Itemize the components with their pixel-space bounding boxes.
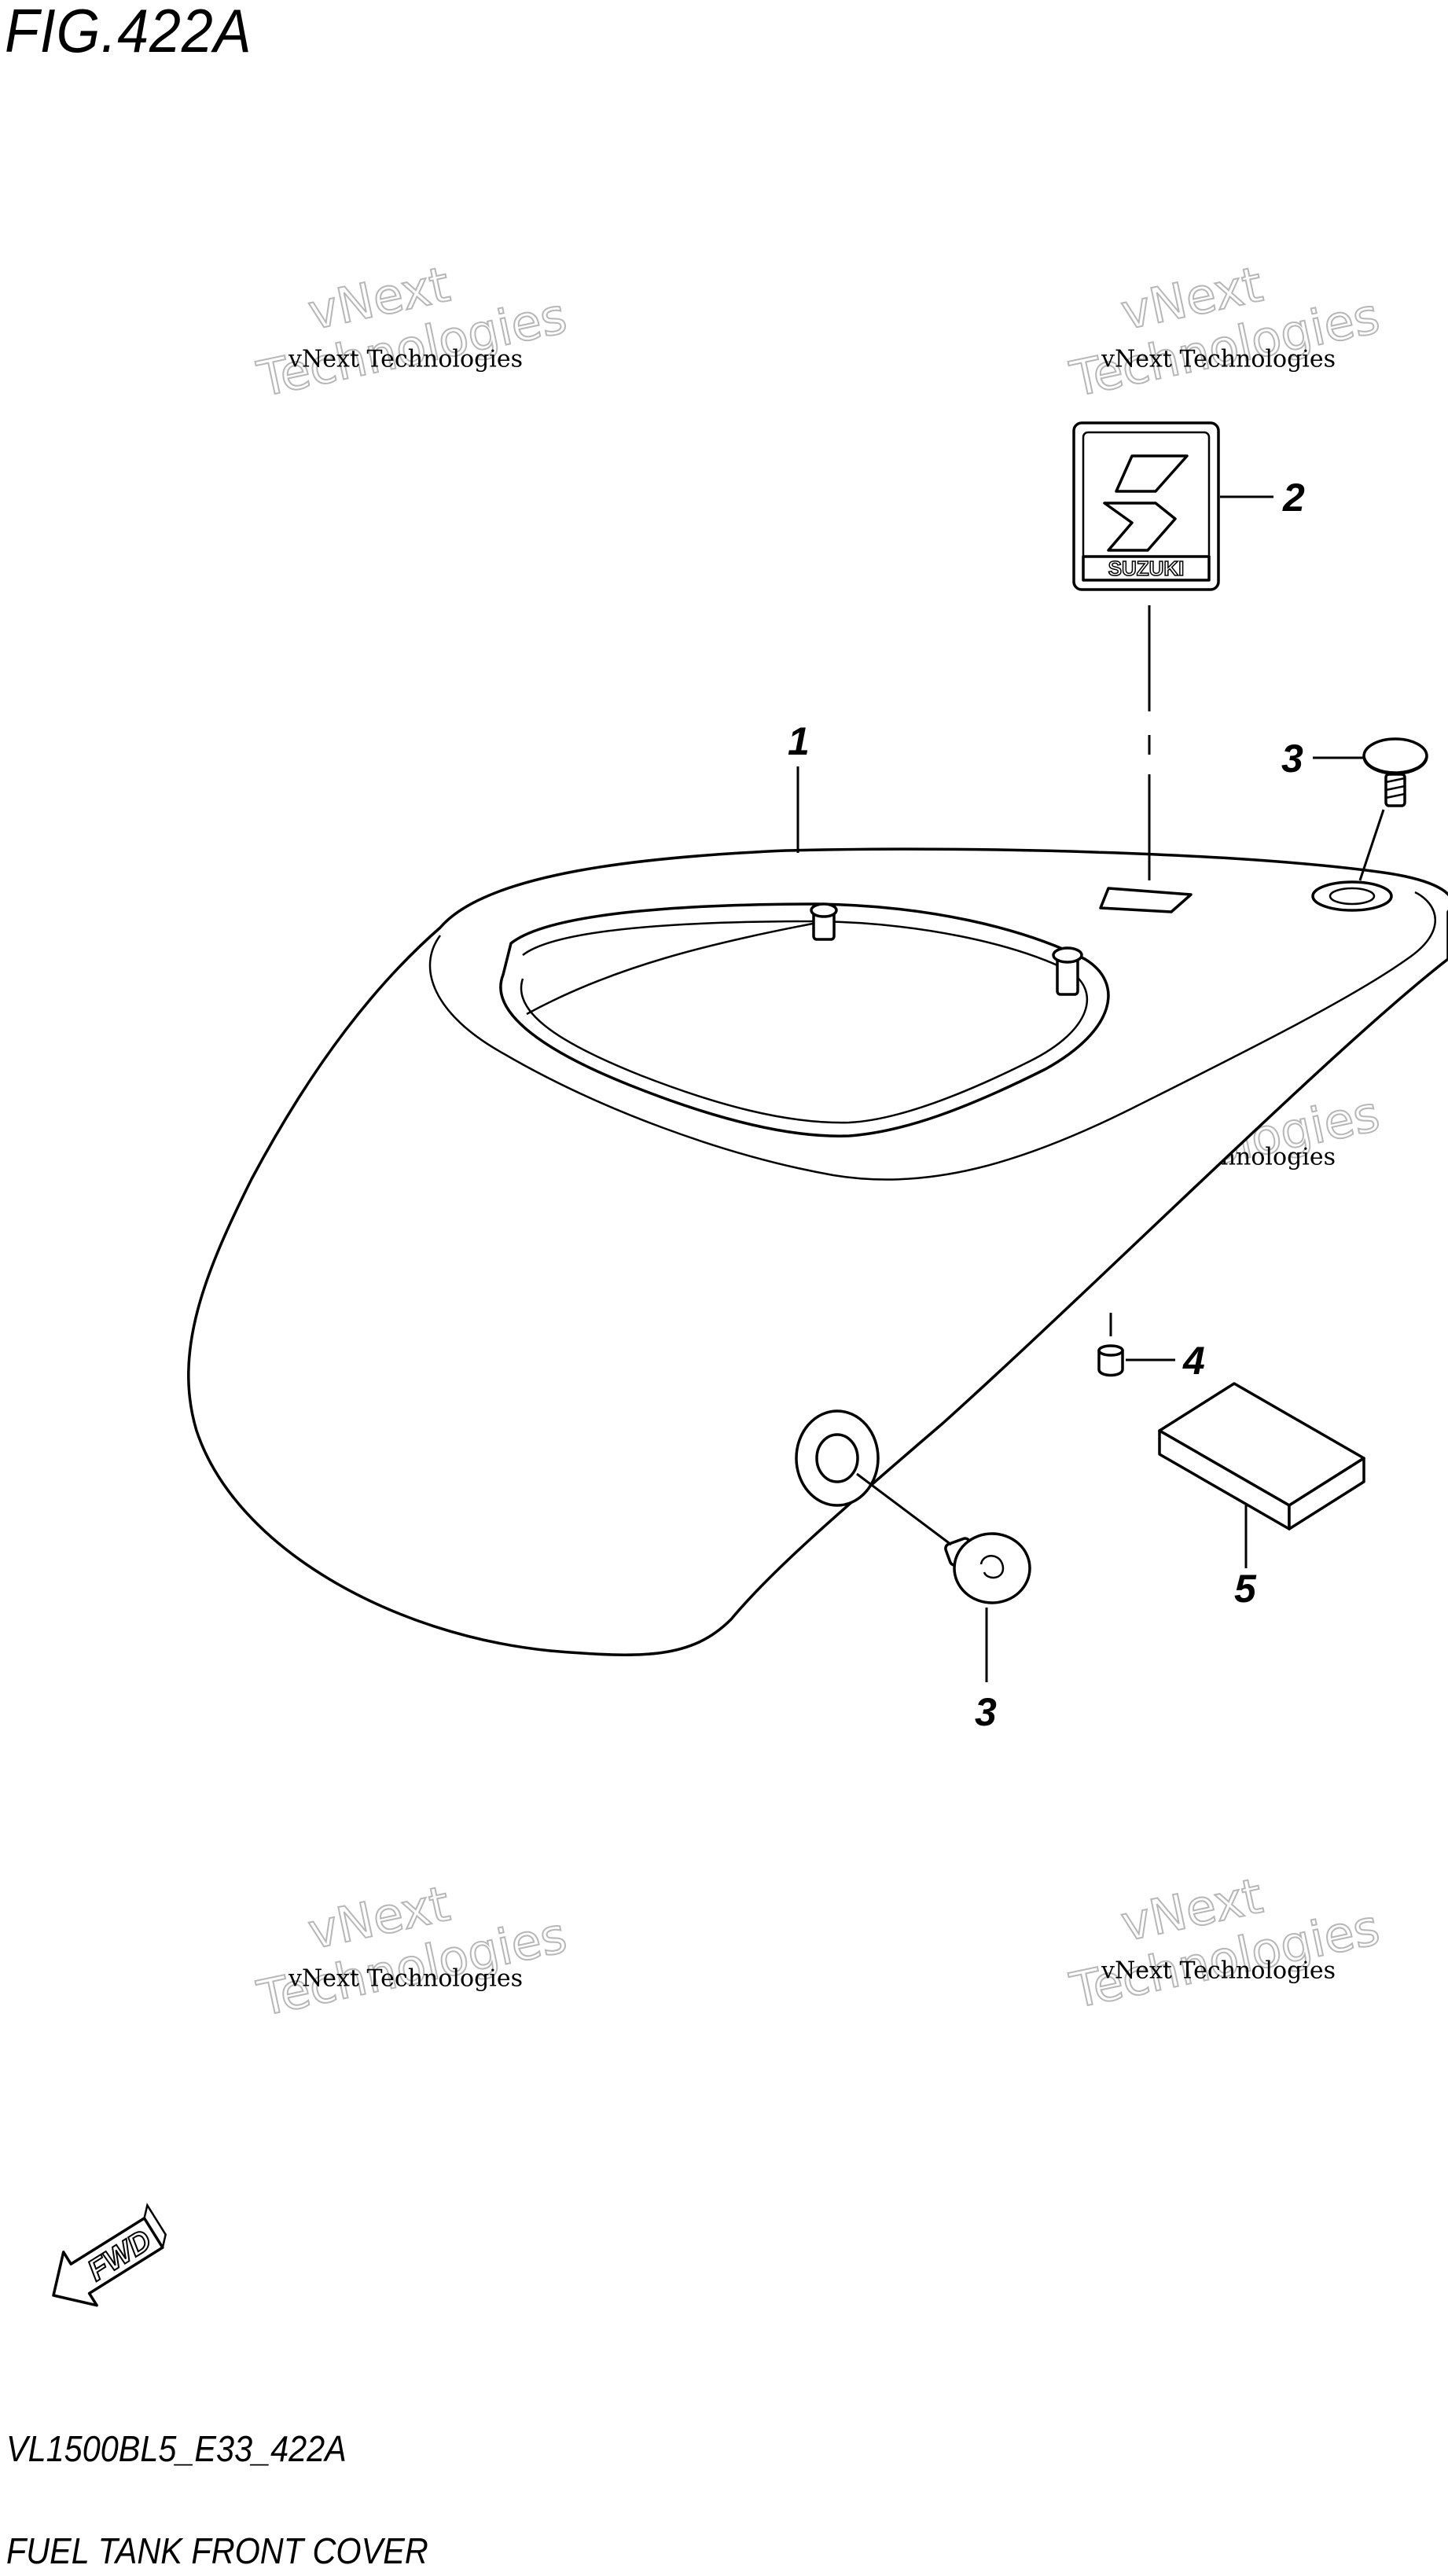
callout-3-top: 3 <box>1281 737 1303 781</box>
fuel-tank-front-cover <box>187 847 1448 1656</box>
callout-1: 1 <box>788 719 810 763</box>
forward-arrow-icon: FWD <box>52 2203 167 2307</box>
watermark-bottom-right: vNext Technologies vNext Technologies <box>1064 1866 1385 2020</box>
cushion <box>1097 1344 1124 1377</box>
callout-3-bottom: 3 <box>975 1690 997 1734</box>
emblem-text: SUZUKI <box>1108 557 1185 580</box>
screw-top <box>1362 737 1428 807</box>
svg-text:vNext Technologies: vNext Technologies <box>1101 346 1336 373</box>
watermark-top-left: vNext Technologies vNext Technologies <box>252 255 572 409</box>
suzuki-s-logo-icon <box>1103 454 1189 552</box>
callout-4: 4 <box>1182 1339 1205 1383</box>
figure-code: VL1500BL5_E33_422A <box>6 2428 347 2469</box>
callout-2: 2 <box>1282 476 1305 520</box>
svg-text:vNext Technologies: vNext Technologies <box>1101 1957 1336 1985</box>
pad <box>1158 1382 1365 1531</box>
watermark-top-right: vNext Technologies vNext Technologies <box>1064 255 1385 409</box>
watermark-bottom-left: vNext Technologies vNext Technologies <box>252 1874 572 2028</box>
figure-name: FUEL TANK FRONT COVER <box>6 2530 428 2571</box>
leader-lines <box>796 495 1385 1682</box>
svg-text:vNext Technologies: vNext Technologies <box>288 1965 523 1993</box>
figure-title: FIG.422A <box>5 0 252 65</box>
svg-text:vNext Technologies: vNext Technologies <box>288 346 523 373</box>
suzuki-emblem: SUZUKI <box>1072 421 1220 591</box>
screw-bottom <box>944 1532 1031 1604</box>
callout-5: 5 <box>1234 1567 1257 1611</box>
